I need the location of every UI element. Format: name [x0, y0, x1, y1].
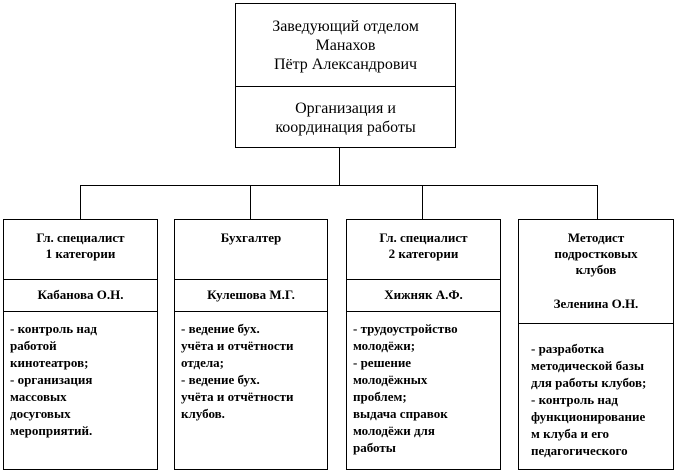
duty-line: - ведение бух. — [181, 372, 260, 387]
duty-line: - ведение бух. — [181, 321, 260, 336]
staff-box-methodologist: Методист подростковых клубов Зеленина О.… — [518, 219, 674, 470]
duty-line: мероприятий. — [10, 423, 93, 438]
duty-line: клубов. — [181, 406, 225, 421]
head-connector-line — [339, 147, 340, 186]
position-line: Гл. специалист — [36, 230, 125, 245]
position-line: клубов — [575, 262, 617, 277]
staff-position: Методист подростковых клубов — [519, 220, 673, 278]
staff-person: Кулешова М.Г. — [175, 280, 327, 312]
position-line: 2 категории — [388, 246, 459, 261]
position-line: Бухгалтер — [220, 230, 282, 245]
position-line: 1 категории — [45, 246, 116, 261]
staff-duties: - контроль над работой кинотеатров; - ор… — [4, 320, 157, 439]
staff-box-chief-specialist-1: Гл. специалист 1 категории Кабанова О.Н.… — [3, 219, 158, 470]
duty-line: м клуба и его — [531, 426, 610, 441]
head-function: Организация и координация работы — [236, 87, 455, 148]
duty-line: досуговых — [10, 406, 71, 421]
duty-line: учёта и отчётности — [181, 338, 294, 353]
duty-line: отдела; — [181, 355, 225, 370]
position-line: подростковых — [554, 246, 638, 261]
position-line: Методист — [567, 230, 625, 245]
staff-box-chief-specialist-2: Гл. специалист 2 категории Хижняк А.Ф. -… — [346, 219, 501, 470]
duty-line: молодёжи; — [353, 338, 416, 353]
staff-person: Кабанова О.Н. — [4, 280, 157, 312]
head-line: Заведующий отделом — [272, 17, 419, 35]
staff-position: Бухгалтер — [175, 220, 327, 280]
duty-line: учёта и отчётности — [181, 389, 294, 404]
head-of-department-box: Заведующий отделом Манахов Пётр Александ… — [235, 3, 456, 148]
staff-duties: - трудоустройство молодёжи; - решение мо… — [347, 320, 500, 456]
duty-line: - контроль над — [531, 392, 618, 407]
staff-position: Гл. специалист 2 категории — [347, 220, 500, 280]
duty-line: функционирование — [531, 409, 646, 424]
staff-person: Хижняк А.Ф. — [347, 280, 500, 312]
duty-line: выдача справок — [353, 406, 448, 421]
duty-line: молодёжи для — [353, 423, 435, 438]
branch-line-1 — [80, 185, 81, 220]
duty-line: - организация — [10, 372, 93, 387]
head-line: Манахов — [315, 36, 376, 54]
section-divider — [519, 323, 673, 324]
duty-line: молодёжных — [353, 372, 428, 387]
duty-line: работы — [353, 440, 396, 455]
duty-line: педагогического — [531, 443, 628, 458]
duty-line: - контроль над — [10, 321, 97, 336]
head-function-line: Организация и — [295, 99, 396, 117]
staff-position: Гл. специалист 1 категории — [4, 220, 157, 280]
duty-line: - трудоустройство — [353, 321, 458, 336]
head-line: Пётр Александрович — [273, 55, 418, 73]
head-function-line: координация работы — [275, 118, 416, 136]
duty-line: для работы клубов; — [531, 375, 647, 390]
duty-line: работой — [10, 338, 57, 353]
position-line: Гл. специалист — [379, 230, 468, 245]
staff-box-accountant: Бухгалтер Кулешова М.Г. - ведение бух. у… — [174, 219, 328, 470]
duty-line: - разработка — [531, 341, 605, 356]
duty-line: массовых — [10, 389, 67, 404]
branch-line-3 — [422, 185, 423, 220]
duty-line: кинотеатров; — [10, 355, 89, 370]
staff-duties: - ведение бух. учёта и отчётности отдела… — [175, 320, 327, 422]
branch-line-4 — [597, 185, 598, 220]
staff-duties: - разработка методической базы для работ… — [519, 340, 673, 459]
head-title: Заведующий отделом Манахов Пётр Александ… — [236, 4, 455, 87]
branch-line-2 — [250, 185, 251, 220]
staff-person: Зеленина О.Н. — [553, 296, 639, 311]
duty-line: - решение — [353, 355, 412, 370]
duty-line: проблем; — [353, 389, 407, 404]
duty-line: методической базы — [531, 358, 644, 373]
branch-horizontal-line — [80, 185, 598, 186]
